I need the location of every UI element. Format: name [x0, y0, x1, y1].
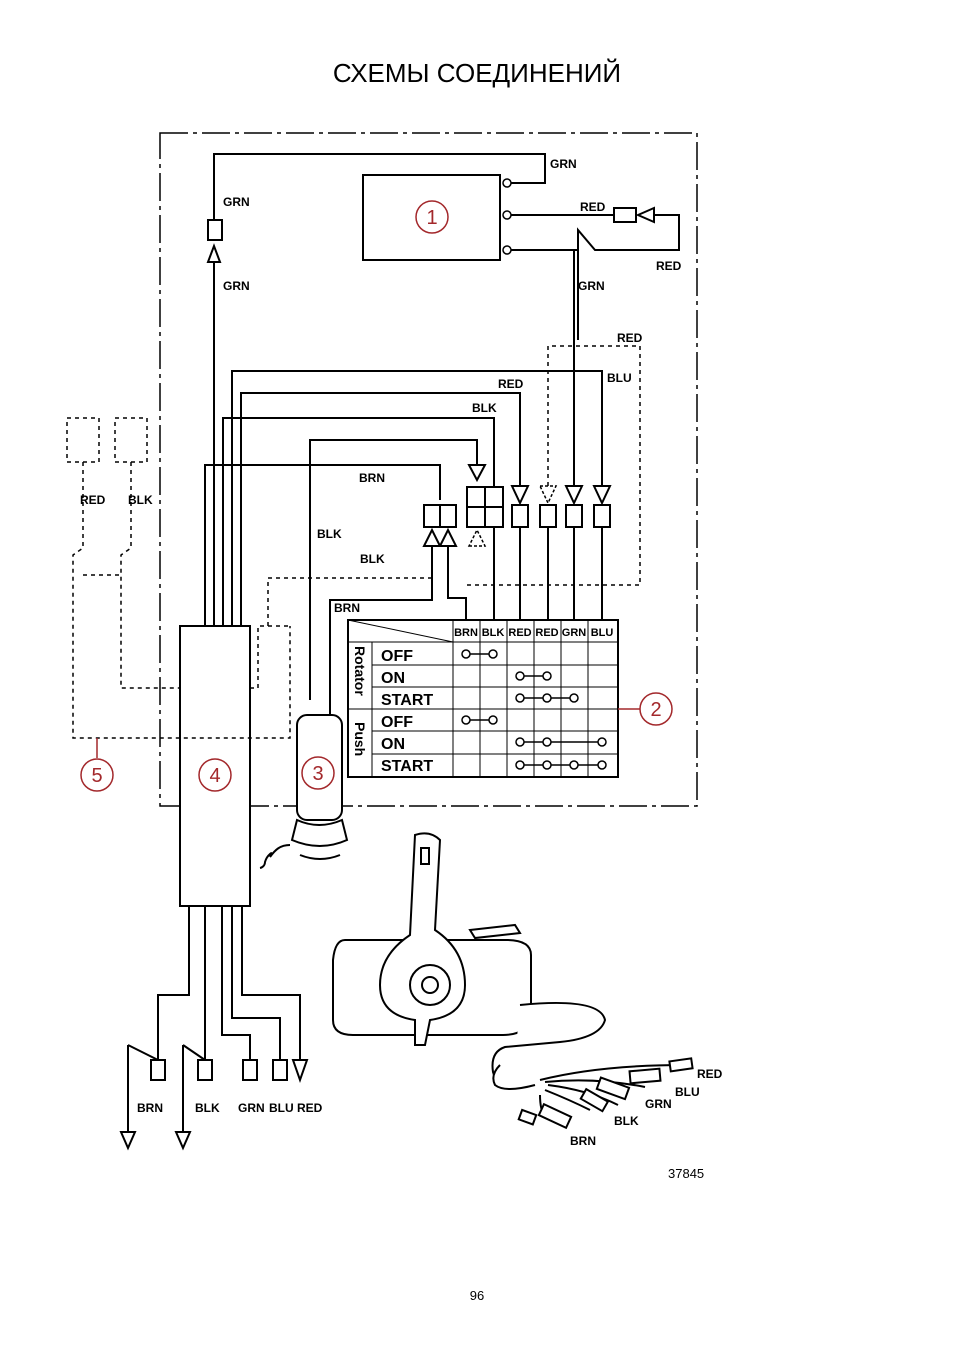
wire-label: BLU — [607, 371, 632, 385]
callout-2: 2 — [650, 699, 661, 721]
figure-number: 37845 — [668, 1166, 704, 1181]
callout-3: 3 — [312, 763, 323, 785]
callout-4: 4 — [209, 765, 220, 787]
wire-label: BLK — [472, 401, 497, 415]
table-row-label: OFF — [381, 714, 413, 731]
wire-label: BLK — [317, 527, 342, 541]
wire-label: GRN — [578, 279, 605, 293]
remote-control-illustration — [332, 832, 694, 1130]
wire-label: GRN — [550, 157, 577, 171]
wire-label: GRN — [223, 195, 250, 209]
harness-wires — [127, 906, 301, 1132]
wire-label: GRN — [223, 279, 250, 293]
wire-label: BLK — [360, 552, 385, 566]
wire-label: BRN — [359, 471, 385, 485]
table-row-label: OFF — [381, 648, 413, 665]
harness-label: RED — [297, 1101, 323, 1115]
wire-label: RED — [498, 377, 524, 391]
wire-label: BRN — [334, 601, 360, 615]
group-label-push: Push — [352, 722, 368, 756]
table-row-label: START — [381, 758, 433, 775]
component-4-box — [179, 625, 251, 907]
table-header: BLK — [482, 627, 505, 639]
harness-label: BRN — [137, 1101, 163, 1115]
group-label-rotator: Rotator — [352, 646, 368, 696]
table-header: RED — [535, 627, 558, 639]
component-5-lanyard — [66, 417, 291, 739]
harness-label: BLU — [269, 1101, 294, 1115]
remote-label: GRN — [645, 1097, 672, 1111]
wire-label: RED — [617, 331, 643, 345]
table-header: RED — [508, 627, 531, 639]
component-3-box — [296, 714, 343, 821]
callout-5: 5 — [91, 765, 102, 787]
table-row-label: ON — [381, 736, 405, 753]
component-1-box — [362, 174, 501, 261]
wire-label: BLK — [128, 493, 153, 507]
harness-label: BLK — [195, 1101, 220, 1115]
callout-1: 1 — [426, 207, 437, 229]
remote-label: RED — [697, 1067, 723, 1081]
wire-label: RED — [80, 493, 106, 507]
switch-connections — [461, 649, 607, 770]
callout-markers — [80, 200, 673, 792]
table-header: BRN — [454, 627, 478, 639]
page-title: СХЕМЫ СОЕДИНЕНИЙ — [332, 58, 622, 88]
control-box-boundary — [159, 132, 698, 807]
harness-label: GRN — [238, 1101, 265, 1115]
table-row-label: START — [381, 692, 433, 709]
table-row-label: ON — [381, 670, 405, 687]
remote-label: BLU — [675, 1085, 700, 1099]
table-header: BLU — [591, 627, 614, 639]
remote-label: BRN — [570, 1134, 596, 1148]
wire-label: RED — [580, 200, 606, 214]
remote-label: BLK — [614, 1114, 639, 1128]
table-header: GRN — [562, 627, 587, 639]
wire-label: RED — [656, 259, 682, 273]
page-number: 96 — [470, 1288, 484, 1303]
